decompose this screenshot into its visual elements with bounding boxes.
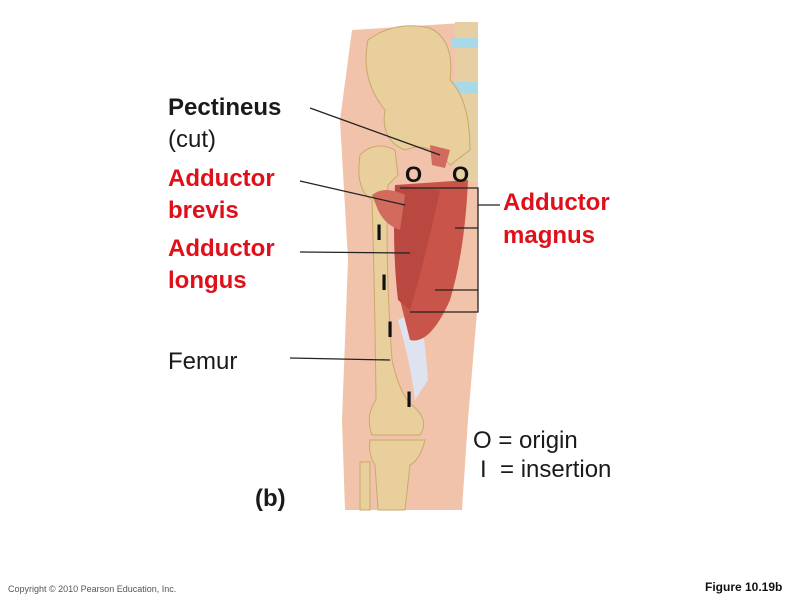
insertion-marker: I — [376, 220, 383, 245]
label-adductor-brevis-1: Adductor — [168, 165, 275, 192]
label-adductor-magnus-1: Adductor — [503, 189, 610, 216]
adductor-longus-muscle — [394, 185, 440, 310]
figure-number: Figure 10.19b — [705, 580, 783, 594]
label-adductor-longus-2: longus — [168, 267, 247, 294]
insertion-marker: I — [387, 317, 394, 342]
origin-marker: O — [452, 162, 470, 187]
label-pectineus-cut: (cut) — [168, 126, 216, 153]
tibia-bone — [369, 439, 426, 511]
label-adductor-longus-1: Adductor — [168, 235, 275, 262]
panel-label: (b) — [255, 485, 286, 512]
label-femur: Femur — [168, 348, 238, 375]
origin-marker: O — [405, 162, 423, 187]
insertion-marker: I — [381, 270, 388, 295]
hip-bone — [365, 25, 471, 166]
label-adductor-brevis-2: brevis — [168, 197, 239, 224]
label-adductor-magnus-2: magnus — [503, 222, 596, 249]
leader-lines — [289, 107, 500, 361]
legend-origin: O = origin — [473, 427, 578, 454]
fibula-bone — [359, 461, 371, 511]
label-pectineus: Pectineus — [168, 94, 282, 121]
legend-insertion: I = insertion — [480, 456, 612, 483]
pectineus-muscle — [430, 145, 450, 168]
copyright-text: Copyright © 2010 Pearson Education, Inc. — [8, 584, 177, 594]
insertion-marker: I — [406, 387, 413, 412]
